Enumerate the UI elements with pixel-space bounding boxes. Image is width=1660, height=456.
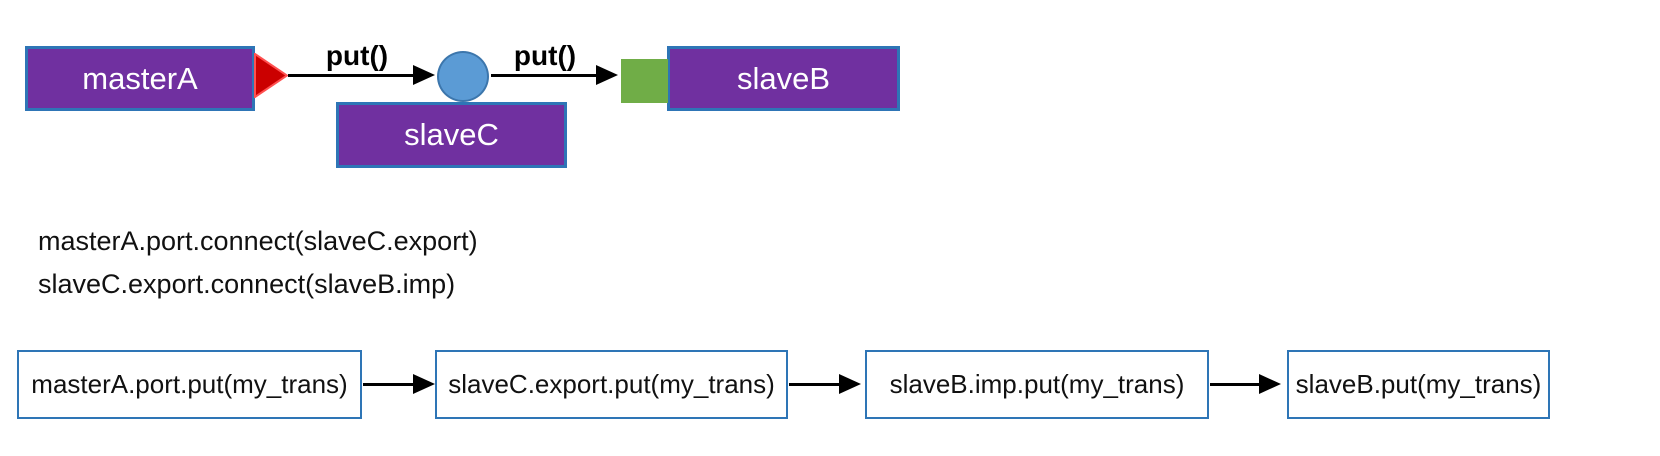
node-masterA: masterA <box>25 46 255 111</box>
flow-box-4-label: slaveB.put(my_trans) <box>1295 369 1542 399</box>
arrowhead-put2-icon <box>596 65 618 85</box>
flow-arrow-2-head-icon <box>839 374 861 394</box>
flow-box-3-label: slaveB.imp.put(my_trans) <box>889 369 1185 399</box>
node-slaveB: slaveB <box>667 46 900 111</box>
flow-box-1-label: masterA.port.put(my_trans) <box>31 369 348 399</box>
flow-box-slaveB-put: slaveB.put(my_trans) <box>1287 350 1550 419</box>
node-slaveB-label: slaveB <box>736 60 831 96</box>
flow-box-slaveC-export-put: slaveC.export.put(my_trans) <box>435 350 788 419</box>
flow-box-master-port-put: masterA.port.put(my_trans) <box>17 350 362 419</box>
arrow-line-put1 <box>288 74 415 77</box>
arrowhead-put1-icon <box>413 65 435 85</box>
flow-arrow-3-line <box>1210 383 1261 386</box>
node-slaveC-label: slaveC <box>404 117 499 152</box>
arrow-line-put2 <box>491 74 598 77</box>
code-line-connect-port: masterA.port.connect(slaveC.export) <box>38 226 478 256</box>
flow-arrow-1-line <box>363 383 415 386</box>
code-line-connect-export: slaveC.export.connect(slaveB.imp) <box>38 269 456 299</box>
flow-box-slaveB-imp-put: slaveB.imp.put(my_trans) <box>865 350 1209 419</box>
flow-box-2-label: slaveC.export.put(my_trans) <box>448 369 775 399</box>
flow-arrow-1-head-icon <box>413 374 435 394</box>
node-masterA-label: masterA <box>82 60 198 96</box>
imp-square-icon <box>621 59 668 103</box>
port-triangle-icon <box>254 53 288 98</box>
export-circle-icon <box>437 51 489 102</box>
put1-label: put() <box>325 40 389 71</box>
node-slaveC: slaveC <box>336 102 567 168</box>
flow-arrow-3-head-icon <box>1259 374 1281 394</box>
flow-arrow-2-line <box>789 383 841 386</box>
put2-label: put() <box>513 40 577 71</box>
